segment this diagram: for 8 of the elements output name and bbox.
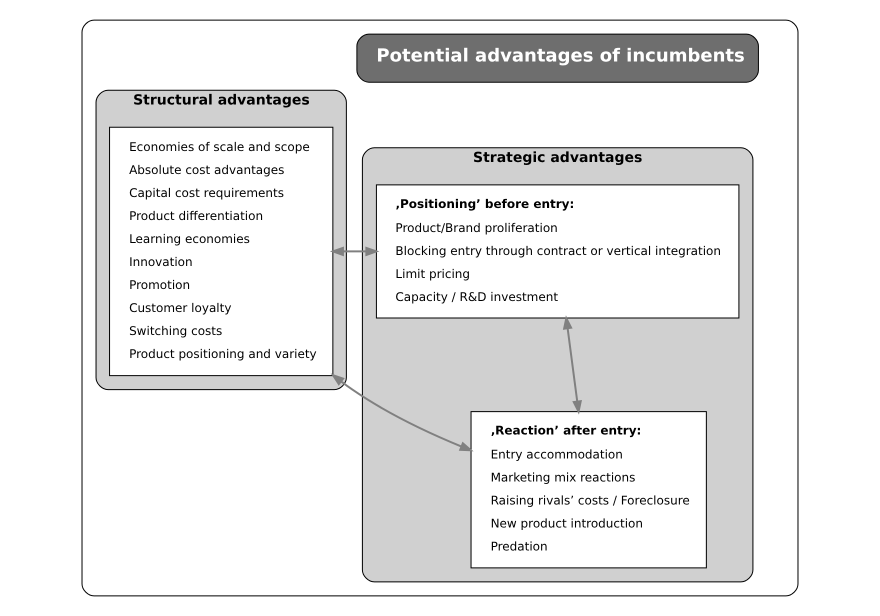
arrow [562,315,582,415]
node-box: ‚Positioning’ before entry: Product/Brand proliferation Blocking entry through contract or vertical integration Limit pricing Capacity / R&D investment [376,184,740,319]
arrow [330,246,380,256]
arrow [330,373,474,452]
node-box: ‚Reaction’ after entry: Entry accommodation Marketing mix reactions Raising rivals’ costs / Foreclosure New product introduction Predation [470,411,707,568]
cluster [82,20,798,596]
node-box: Economies of scale and scope Absolute cost advantages Capital cost requirements Product differentiation Learning economies Innovation Promotion Customer loyalty Switching costs Product positioning and variety [109,126,334,376]
node-box: Potential advantages of incumbents [356,34,759,83]
